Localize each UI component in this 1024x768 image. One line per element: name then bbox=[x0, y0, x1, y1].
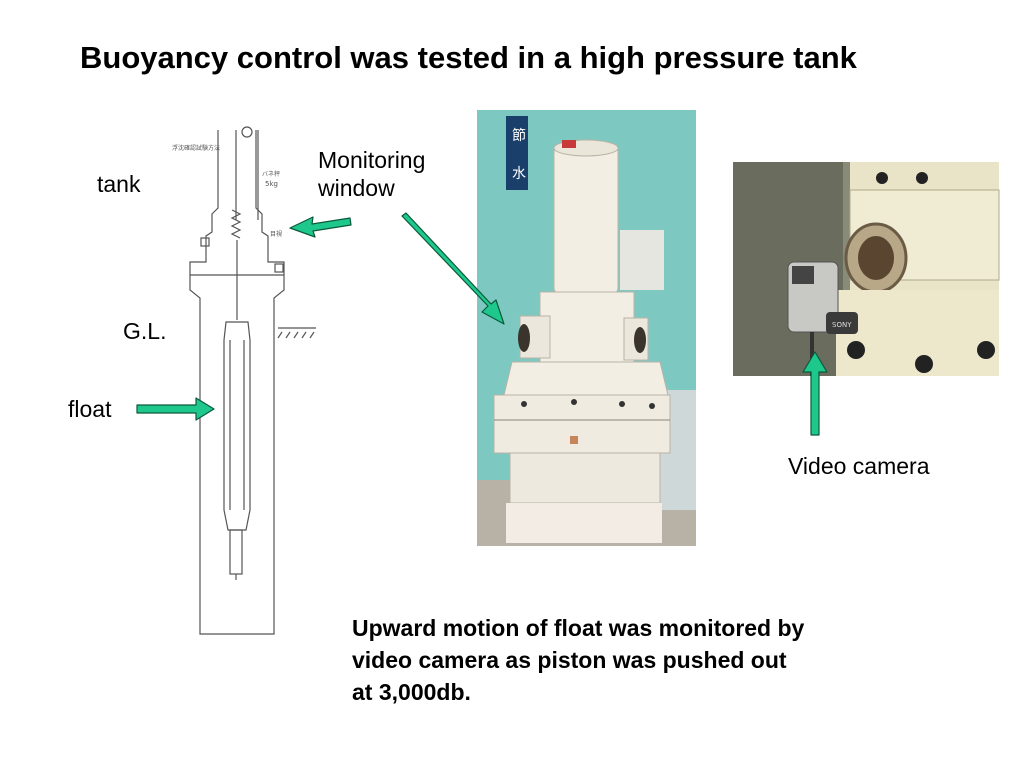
monitoring-label-line2: window bbox=[318, 175, 395, 201]
camera-photo: SONY bbox=[733, 162, 1000, 376]
monitoring-arrow-left bbox=[289, 216, 352, 238]
float-arrow bbox=[136, 397, 215, 421]
tank-marking-1: 節 bbox=[512, 127, 526, 144]
drawing-side-note: 目視 bbox=[270, 230, 282, 238]
caption-text: Upward motion of float was monitored by … bbox=[352, 612, 942, 708]
drawing-weight-text: 5kg bbox=[265, 180, 278, 188]
tank-photo: 節 水 bbox=[477, 110, 696, 546]
caption-line-2: video camera as piston was pushed out bbox=[352, 647, 787, 673]
float-label: float bbox=[68, 396, 112, 422]
video-camera-arrow bbox=[802, 351, 828, 436]
drawing-header-text: 浮沈確認試験方法 bbox=[172, 144, 220, 152]
ground-level-label: G.L. bbox=[123, 318, 167, 344]
page-title: Buoyancy control was tested in a high pr… bbox=[80, 40, 857, 75]
drawing-spring-note: バネ秤 bbox=[262, 171, 280, 178]
caption-line-1: Upward motion of float was monitored by bbox=[352, 615, 805, 641]
video-camera-label: Video camera bbox=[788, 453, 930, 479]
monitoring-arrow-right bbox=[401, 212, 505, 325]
monitoring-window-label: Monitoring window bbox=[318, 146, 425, 202]
monitoring-label-line1: Monitoring bbox=[318, 147, 426, 173]
tank-label: tank bbox=[97, 171, 141, 197]
caption-line-3: at 3,000db. bbox=[352, 679, 471, 705]
camera-brand-text: SONY bbox=[832, 321, 852, 329]
tank-marking-2: 水 bbox=[512, 166, 526, 182]
